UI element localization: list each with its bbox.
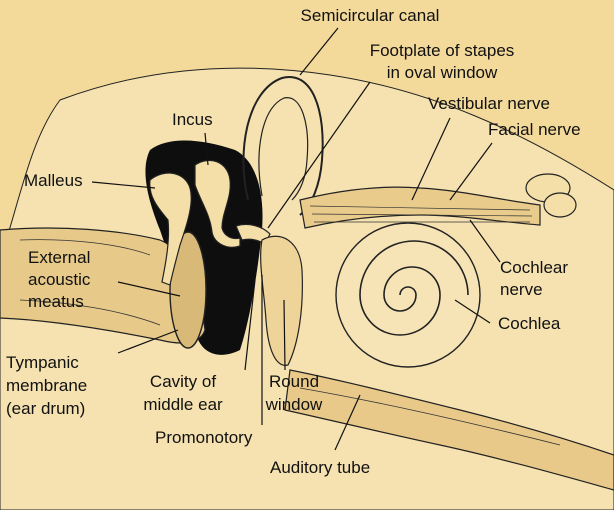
label-cochlear-nerve-line1: Cochlear [500, 258, 568, 278]
label-cavity-line2: middle ear [124, 395, 242, 415]
label-incus: Incus [172, 110, 213, 130]
label-cavity-line1: Cavity of [124, 372, 242, 392]
label-malleus: Malleus [24, 171, 83, 191]
label-promonotory: Promonotory [155, 428, 252, 448]
label-round-window-line2: window [260, 395, 328, 415]
label-cochlea: Cochlea [498, 314, 560, 334]
cochlea-spiral [336, 223, 480, 367]
label-vestibular-nerve: Vestibular nerve [428, 94, 550, 114]
label-footplate-line1: Footplate of stapes [352, 41, 532, 61]
label-auditory-tube: Auditory tube [270, 458, 370, 478]
label-external-line1: External [28, 248, 90, 268]
label-footplate-line2: in oval window [352, 63, 532, 83]
label-facial-nerve: Facial nerve [488, 120, 581, 140]
label-semicircular-canal: Semicircular canal [290, 6, 450, 26]
label-round-window-line1: Round [260, 372, 328, 392]
label-tympanic-line3: (ear drum) [6, 399, 85, 419]
label-external-line2: acoustic [28, 270, 90, 290]
label-tympanic-line1: Tympanic [6, 353, 79, 373]
label-cochlear-nerve-line2: nerve [500, 280, 543, 300]
label-external-line3: meatus [28, 292, 84, 312]
label-tympanic-line2: membrane [6, 376, 87, 396]
